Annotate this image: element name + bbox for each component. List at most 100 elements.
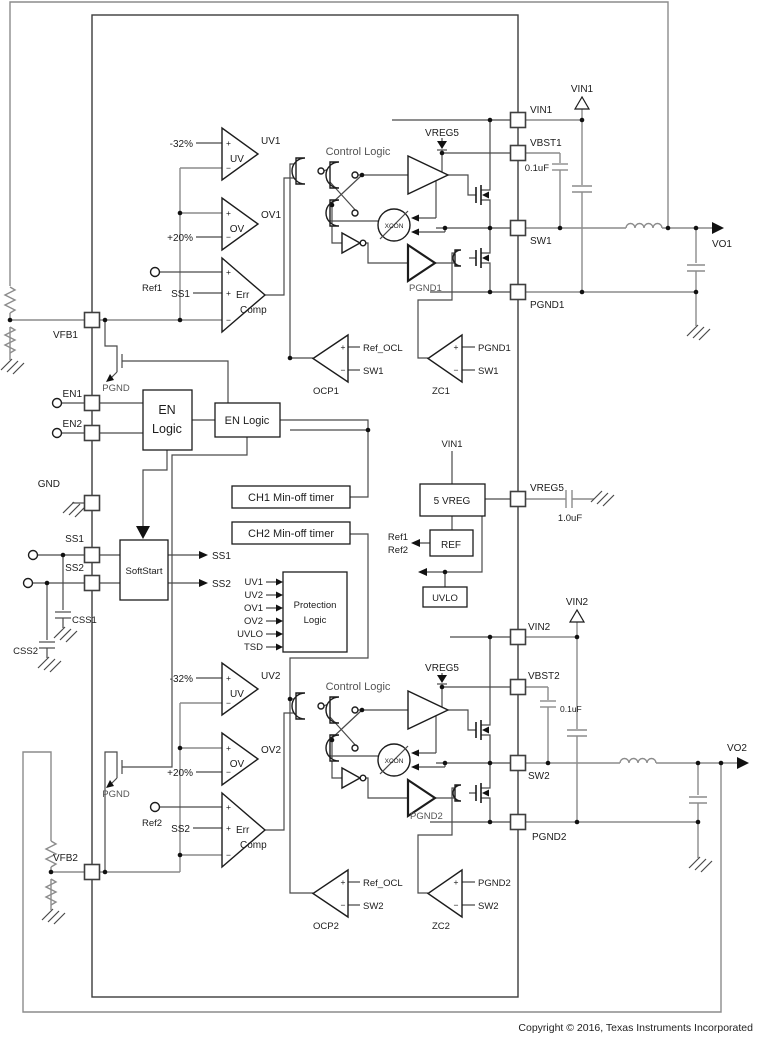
- vbst2-pin-label: VBST2: [528, 671, 560, 682]
- prot-in-uvlo: UVLO: [237, 629, 263, 640]
- pgnd1-pin-label: PGND1: [530, 300, 565, 311]
- ch2-control-logic-gates: [291, 692, 367, 790]
- vbst1-pin: [509, 144, 527, 162]
- softstart-block: [119, 539, 169, 601]
- ch1-ov-label: OV: [230, 224, 245, 235]
- ch1-highside-mosfet-icon: [475, 184, 490, 206]
- css1-ground-icon: [53, 626, 78, 643]
- ch1-driver-gnd-label: PGND1: [409, 283, 442, 294]
- left-pins: [83, 311, 101, 881]
- ch2-zc-minus: −: [454, 900, 459, 910]
- ss2-out-label: SS2: [212, 579, 231, 590]
- ss1-terminal-icon: [27, 549, 39, 561]
- ch1-discharge-fet-gnd-label: PGND: [102, 383, 130, 394]
- ref-output-arrow-icon: [411, 539, 420, 547]
- ch2-uv-out: UV2: [261, 671, 281, 682]
- ch2-ocp-name: OCP2: [313, 921, 339, 932]
- ch2-ocp-plus: +: [341, 877, 346, 887]
- vreg-block: [419, 483, 486, 517]
- vin2-pin: [509, 628, 527, 646]
- vbst2-pin: [509, 678, 527, 696]
- ch2-ocp-minus: −: [341, 900, 346, 910]
- vfb1-divider-ground-icon: [0, 358, 25, 375]
- vo1-ground-icon: [686, 324, 711, 341]
- ch2-lowside-mosfet-icon: [475, 782, 490, 804]
- en2-pin: [83, 424, 101, 442]
- ch2-err-line1: Err: [236, 825, 250, 836]
- ch1-uv-out: UV1: [261, 136, 281, 147]
- ch1-ocp-plus: +: [341, 342, 346, 352]
- vreg-cap-label: 1.0uF: [558, 513, 582, 524]
- gnd-pin-label: GND: [38, 479, 60, 490]
- ch2-discharge-fet-gnd-label: PGND: [102, 789, 130, 800]
- ch1-zc-plus: +: [454, 342, 459, 352]
- pgnd1-pin: [509, 283, 527, 301]
- vin1-pin-label: VIN1: [530, 105, 553, 116]
- ch2-zc-plus: +: [454, 877, 459, 887]
- vin2-supply-icon: [568, 608, 586, 623]
- vfb2-pin: [83, 863, 101, 881]
- ch2-ov-out: OV2: [261, 745, 281, 756]
- vo2-arrow-icon: [737, 757, 749, 769]
- ch2-vreg5-label: VREG5: [425, 663, 459, 674]
- protection-input-arrows: [266, 578, 283, 651]
- ch2-uv-label: UV: [230, 689, 244, 700]
- vfb2-pin-label: VFB2: [53, 853, 78, 864]
- ch2-bootstrap-cap-label: 0.1uF: [560, 704, 582, 714]
- ch2-minoff-timer-block: [231, 521, 351, 545]
- ch2-err-minus: −: [226, 850, 231, 860]
- ch1-zc-comparator: [426, 333, 463, 384]
- ch1-uv-minus: −: [226, 163, 231, 173]
- en-logic-block-2: [214, 402, 281, 438]
- vin1-supply-label: VIN1: [571, 84, 594, 95]
- ch1-uv-comparator: [221, 126, 260, 182]
- protection-line2: Logic: [304, 615, 327, 626]
- ch2-inductor-icon: [619, 757, 657, 764]
- ch1-ocp-inp-label: Ref_OCL: [363, 343, 403, 354]
- ss1-pin: [83, 546, 101, 564]
- prot-in-ov2: OV2: [244, 616, 263, 627]
- vreg-vin-label: VIN1: [441, 439, 462, 450]
- ch2-uv-comparator: [221, 661, 260, 717]
- ch1-control-logic-label: Control Logic: [326, 146, 391, 158]
- ch1-zc-inm-label: SW1: [478, 366, 499, 377]
- en1-pin-label: EN1: [63, 389, 83, 400]
- ch2-bootstrap-diode-icon: [437, 675, 447, 685]
- vreg5-pin-label: VREG5: [530, 483, 564, 494]
- prot-in-uv2: UV2: [245, 590, 263, 601]
- vin2-pin-label: VIN2: [528, 622, 551, 633]
- en1-terminal-icon: [51, 397, 63, 409]
- ch1-err-line1: Err: [236, 290, 250, 301]
- vreg5-ground-icon: [590, 490, 615, 507]
- ch1-ocp-inm-label: SW1: [363, 366, 384, 377]
- ch1-xcon-block: [377, 208, 411, 242]
- uvlo-label: UVLO: [432, 593, 458, 604]
- ch2-ov-comparator: [221, 731, 260, 787]
- ch2-control-logic-label: Control Logic: [326, 681, 391, 693]
- ch1-ov-comparator: [221, 196, 260, 252]
- ch1-error-comparator: [221, 256, 267, 334]
- ref1-out-label: Ref1: [388, 532, 408, 543]
- prot-in-ov1: OV1: [244, 603, 263, 614]
- ss2-pin-label: SS2: [65, 563, 84, 574]
- ref2-out-label: Ref2: [388, 545, 408, 556]
- ch2-zc-inp-label: PGND2: [478, 878, 511, 889]
- ch2-inverter-icon: [341, 766, 362, 790]
- ss1-out-label: SS1: [212, 551, 231, 562]
- vo1-label: VO1: [712, 239, 732, 250]
- vo2-ground-icon: [688, 856, 713, 873]
- ch1-zc-name: ZC1: [432, 386, 450, 397]
- prot-in-uv1: UV1: [245, 577, 263, 588]
- ch1-external-network: [526, 95, 724, 341]
- ch1-bootstrap-cap-label: 0.1uF: [525, 163, 549, 174]
- ch1-timer-label: CH1 Min-off timer: [248, 492, 334, 504]
- ch1-ocp-name: OCP1: [313, 386, 339, 397]
- ch1-and-gate: [452, 249, 462, 267]
- ch1-minoff-timer-block: [231, 485, 351, 509]
- vin1-pin: [509, 111, 527, 129]
- ch2-ocp-inm-label: SW2: [363, 901, 384, 912]
- ch2-ss-label: SS2: [171, 824, 190, 835]
- en-logic-line2: Logic: [152, 422, 182, 436]
- ch2-comparator-inputs: [149, 677, 222, 829]
